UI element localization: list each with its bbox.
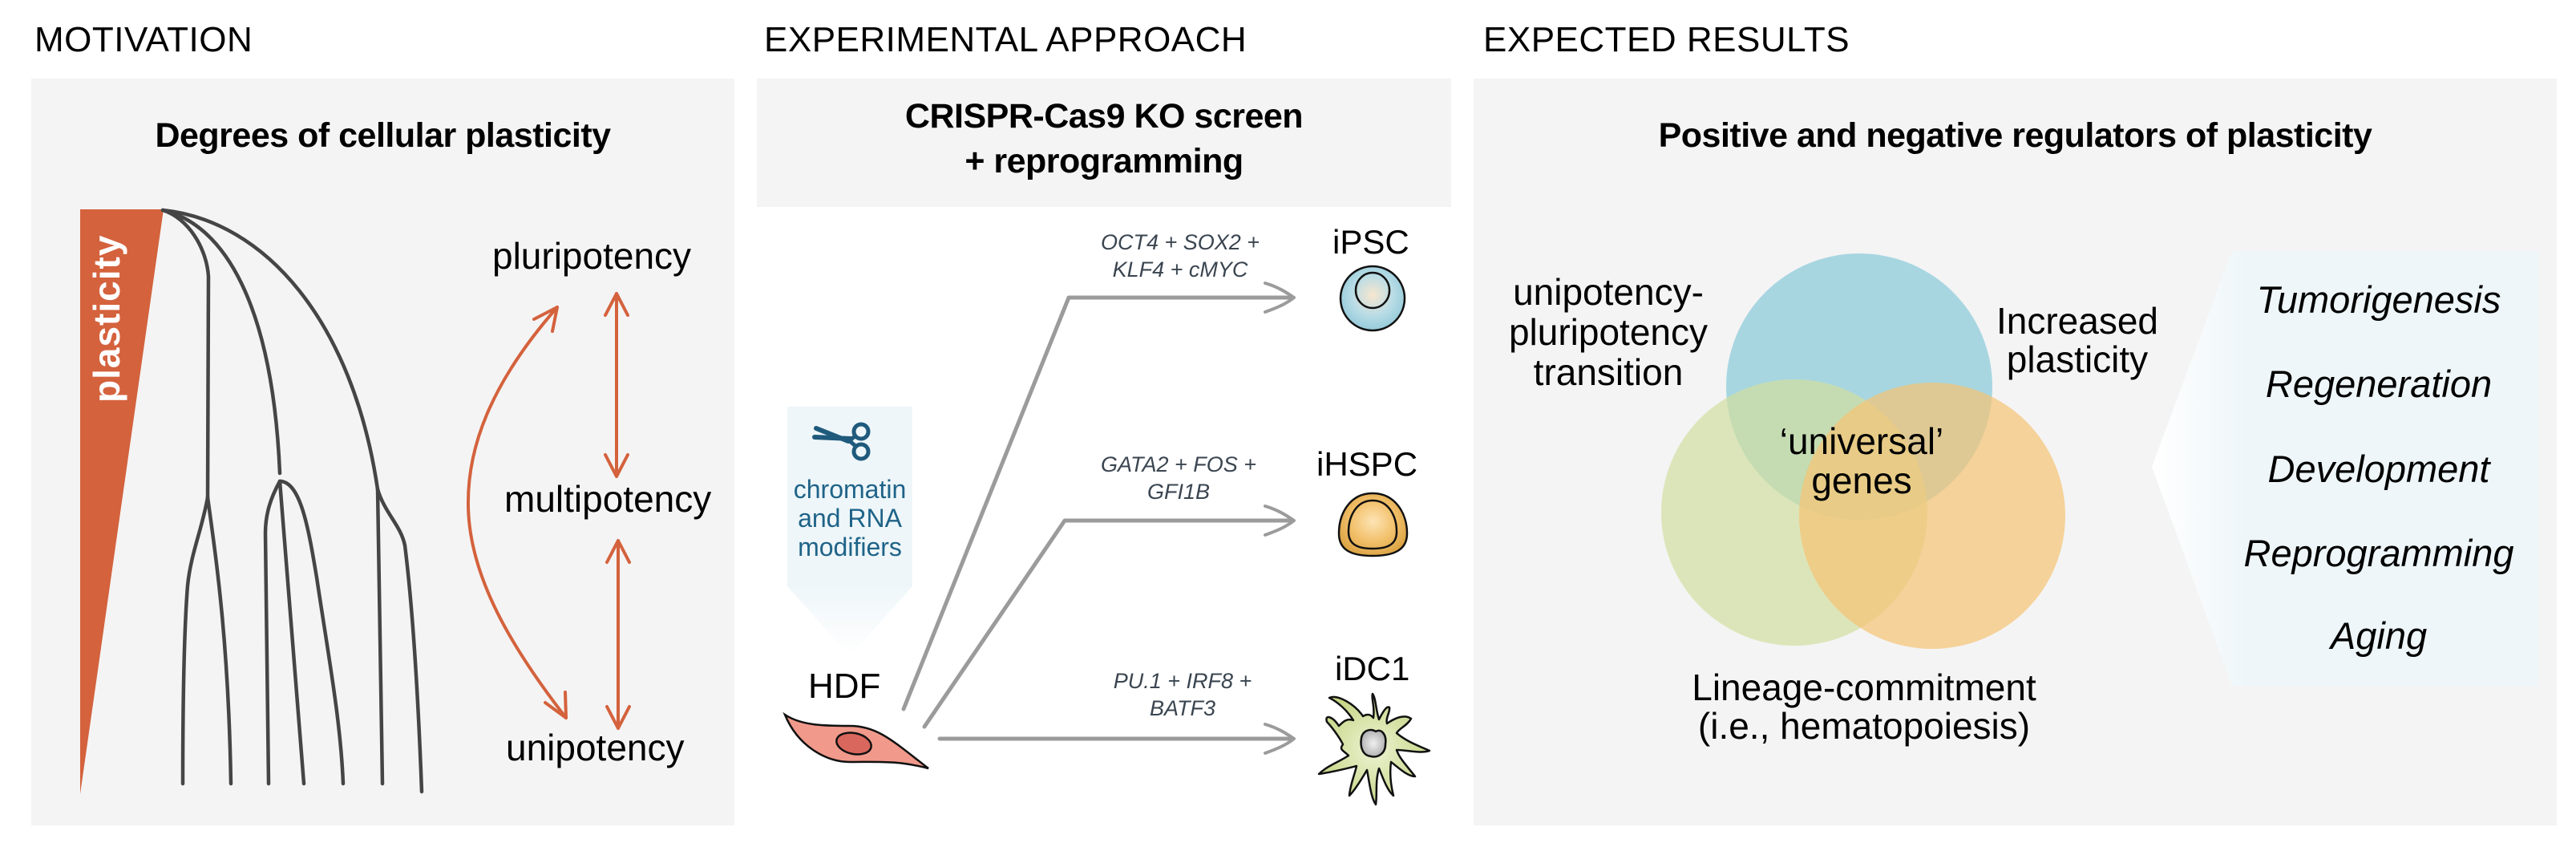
tree-branch <box>160 208 282 476</box>
level-unipotency: unipotency <box>506 727 685 768</box>
label-transition-line3: transition <box>1533 351 1684 393</box>
tree-branch <box>205 495 233 786</box>
level-pluripotency: pluripotency <box>492 235 692 277</box>
context-item: Regeneration <box>2265 363 2493 405</box>
idc1-label: iDC1 <box>1335 650 1410 687</box>
ihspc-label: iHSPC <box>1316 445 1418 483</box>
arrowhead-ipsc <box>1264 282 1296 314</box>
context-item: Development <box>2267 448 2490 490</box>
ipsc-factors-line1: OCT4 + SOX2 + <box>1100 230 1260 254</box>
motivation-title: Degrees of cellular plasticity <box>155 116 611 155</box>
ipsc-factors-line2: KLF4 + cMYC <box>1112 257 1248 282</box>
label-transition-line2: pluripotency <box>1508 311 1709 353</box>
arrow-multi-uni <box>605 539 631 730</box>
arrow-uni-pluri-curved <box>466 306 568 719</box>
plasticity-gradient-triangle <box>80 209 164 794</box>
ipsc-cell-icon <box>1339 265 1406 332</box>
label-transition-line1: unipotency- <box>1513 271 1704 313</box>
label-increased-line1: Increased <box>1996 300 2158 342</box>
context-item: Aging <box>2330 614 2428 657</box>
results-title: Positive and negative regulators of plas… <box>1658 116 2372 155</box>
label-lineage-line2: (i.e., hematopoiesis) <box>1697 705 2031 747</box>
path-to-ihspc <box>922 518 1295 729</box>
context-item: Reprogramming <box>2243 532 2514 574</box>
approach-title-line1: CRISPR-Cas9 KO screen <box>904 97 1304 136</box>
section-heading-approach: EXPERIMENTAL APPROACH <box>764 20 1248 59</box>
tree-branch <box>160 208 380 492</box>
approach-title-line2: + reprogramming <box>964 142 1244 180</box>
venn-center-line1: ‘universal’ <box>1779 420 1944 462</box>
venn-center-line2: genes <box>1811 460 1912 501</box>
venn-circle-lineage <box>1799 383 2065 649</box>
ihspc-factors-line2: GFI1B <box>1146 480 1211 504</box>
arrow-pluri-multi <box>604 292 629 478</box>
arrow-uni-pluri-head-top <box>532 306 559 333</box>
tree-branch <box>180 495 210 786</box>
contexts-arrow-box <box>2152 251 2538 686</box>
arrowhead-idc1 <box>1264 723 1296 755</box>
lineage-tree <box>160 208 424 794</box>
idc1-factors-line2: BATF3 <box>1149 696 1215 720</box>
context-item: Tumorigenesis <box>2256 278 2501 321</box>
ihspc-factors-line1: GATA2 + FOS + <box>1100 452 1257 476</box>
section-heading-motivation: MOTIVATION <box>34 20 253 59</box>
label-increased-line2: plasticity <box>2006 338 2149 380</box>
venn-diagram <box>1661 253 2065 649</box>
path-to-ipsc <box>901 295 1295 711</box>
section-heading-results: EXPECTED RESULTS <box>1483 20 1850 59</box>
approach-header-box <box>757 79 1451 207</box>
modifier-arrow-box <box>787 407 912 656</box>
modifier-line2: and RNA <box>798 504 902 533</box>
modifier-line1: chromatin <box>793 475 907 504</box>
hdf-cell-icon <box>783 711 929 770</box>
tree-branch <box>263 479 282 786</box>
label-lineage-line1: Lineage-commitment <box>1692 667 2036 708</box>
tree-branch <box>277 479 306 786</box>
ihspc-cell-icon <box>1337 492 1409 557</box>
tree-branch <box>375 487 424 794</box>
arrowhead-ihspc <box>1264 505 1296 537</box>
idc1-factors-line1: PU.1 + IRF8 + <box>1113 669 1252 693</box>
hdf-label: HDF <box>808 667 881 706</box>
arrow-uni-pluri-head-bottom <box>544 691 568 719</box>
tree-branch <box>375 487 385 786</box>
modifier-line3: modifiers <box>798 533 902 561</box>
level-multipotency: multipotency <box>504 478 712 520</box>
tree-branch <box>277 479 346 786</box>
idc1-cell-icon <box>1317 692 1431 806</box>
ipsc-label: iPSC <box>1332 223 1409 261</box>
scissors-icon <box>812 422 871 461</box>
